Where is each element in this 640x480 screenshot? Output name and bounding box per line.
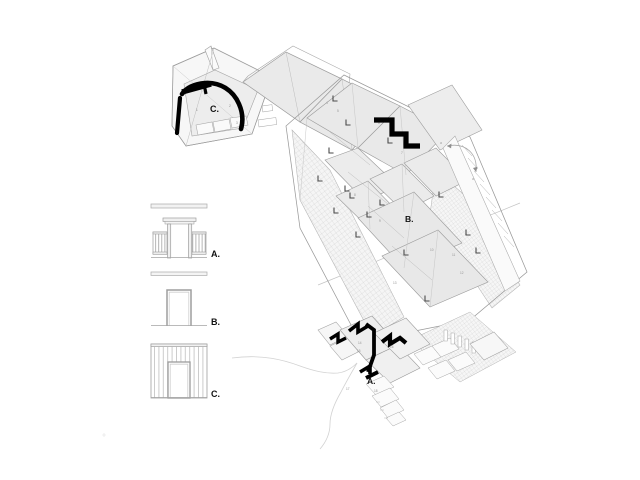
registration-tick [102, 433, 106, 437]
bold-wall-marker-c [174, 80, 245, 136]
svg-text:16: 16 [390, 345, 394, 349]
svg-text:2: 2 [229, 104, 231, 108]
svg-text:12: 12 [460, 271, 464, 275]
section-rotation-arrow: a a [440, 141, 478, 181]
svg-text:8: 8 [354, 193, 356, 197]
axonometric-building-plan: 1 2 3 [171, 45, 528, 427]
svg-text:6: 6 [378, 121, 380, 125]
svg-text:3: 3 [236, 121, 238, 125]
svg-text:14: 14 [358, 341, 362, 345]
detail-elevation-b: B. [150, 271, 220, 327]
bold-wall-marker-a [329, 320, 408, 380]
svg-text:7: 7 [401, 151, 403, 155]
svg-text:11: 11 [452, 253, 456, 257]
svg-text:15: 15 [357, 349, 361, 353]
detail-elevation-c: C. [150, 343, 220, 399]
detail-elevation-a: A. [150, 203, 220, 259]
svg-text:a: a [440, 141, 442, 145]
svg-text:1: 1 [196, 108, 198, 112]
svg-text:4: 4 [326, 101, 328, 105]
detail-label-a: A. [211, 249, 220, 259]
detail-elevations-column: A. B. C. [150, 203, 220, 399]
detail-label-c: C. [211, 389, 220, 399]
plan-marker-label-b: B. [405, 214, 414, 224]
northwest-wing: 1 2 3 [171, 45, 278, 147]
svg-text:9: 9 [379, 219, 381, 223]
main-diagonal-range: 4 5 6 7 8 9 10 11 12 13 [285, 74, 528, 343]
svg-text:a: a [472, 177, 474, 181]
plan-marker-label-a: A. [367, 376, 376, 386]
svg-text:5: 5 [337, 109, 339, 113]
svg-text:13: 13 [393, 281, 397, 285]
detail-label-b: B. [211, 317, 220, 327]
bold-wall-marker-b [374, 117, 420, 149]
svg-text:17: 17 [346, 387, 350, 391]
svg-text:18: 18 [374, 389, 378, 393]
plan-marker-label-c: C. [210, 104, 219, 114]
south-entrance-wing: 14 15 16 17 18 [317, 311, 517, 427]
site-contour-line [231, 356, 358, 450]
svg-text:10: 10 [430, 248, 434, 252]
